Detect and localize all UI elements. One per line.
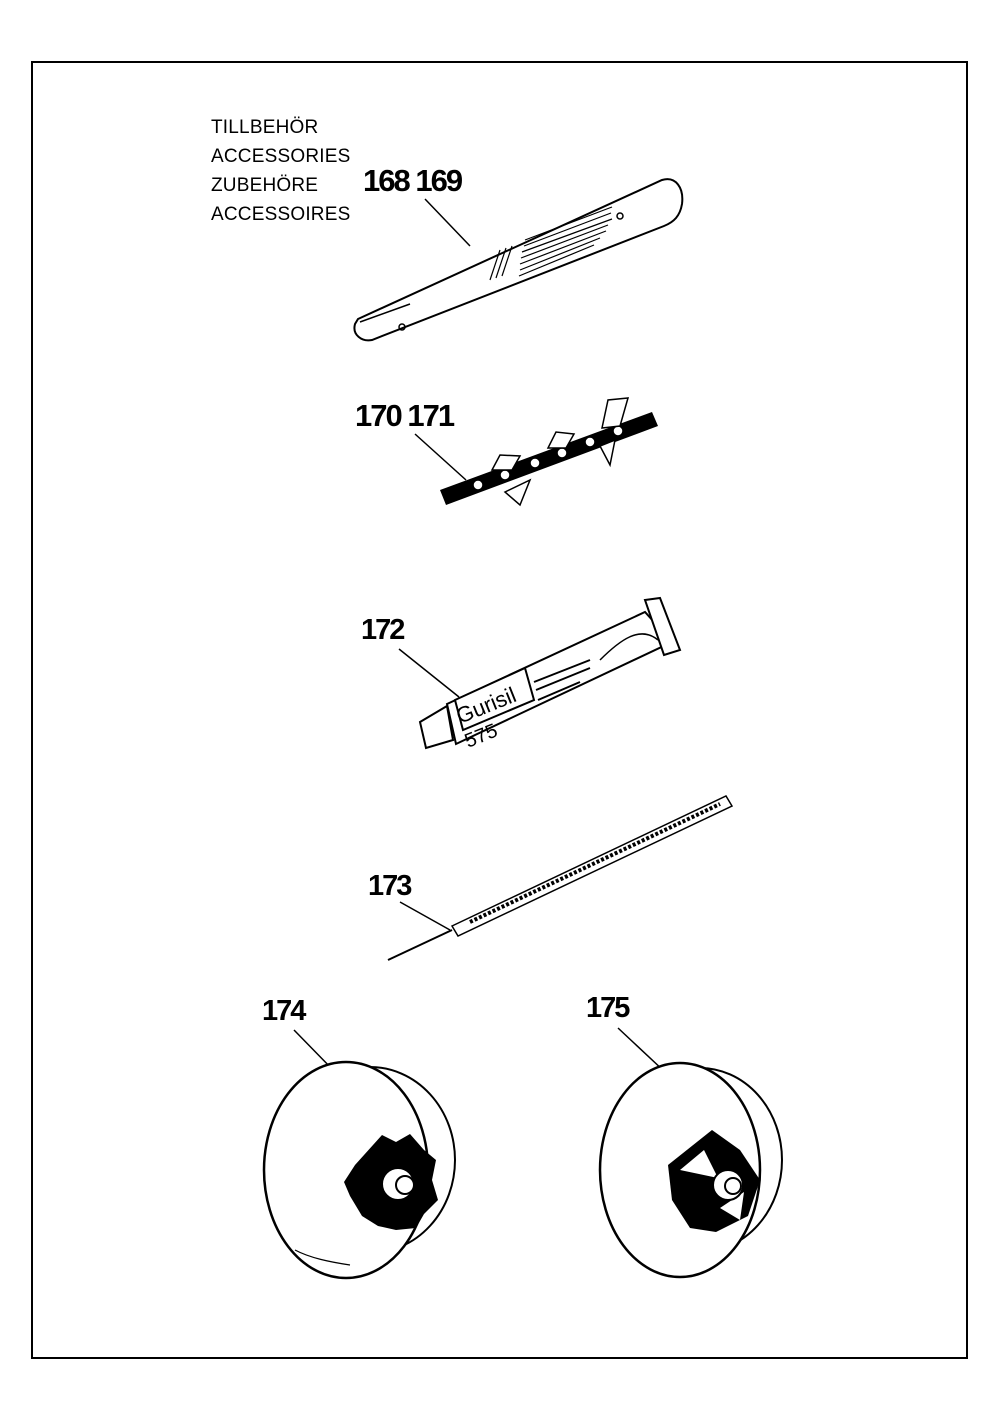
- leader-lines: [293, 198, 666, 1073]
- round-file-icon: [387, 795, 734, 961]
- spur-sprocket-icon: [262, 1060, 456, 1280]
- label-grease-tube: 172: [361, 614, 405, 646]
- label-round-file: 173: [368, 870, 412, 902]
- title-german: ZUBEHÖRE: [211, 175, 319, 196]
- rim-sprocket-icon: [598, 1061, 783, 1279]
- guide-bar-icon: [353, 178, 684, 342]
- title-swedish: TILLBEHÖR: [211, 117, 319, 138]
- label-guide-bar: 168 169: [363, 163, 463, 198]
- label-spur-sprocket: 174: [262, 995, 306, 1027]
- grease-tube-icon: Gurisil 575: [418, 596, 682, 753]
- saw-chain-icon: [440, 397, 658, 507]
- label-rim-sprocket: 175: [586, 992, 630, 1024]
- title-french: ACCESSOIRES: [211, 204, 351, 225]
- drawing-frame: [31, 61, 968, 1359]
- label-saw-chain: 170 171: [355, 398, 455, 433]
- title-block: TILLBEHÖR ACCESSORIES ZUBEHÖRE ACCESSOIR…: [211, 113, 350, 229]
- title-english: ACCESSORIES: [211, 146, 351, 167]
